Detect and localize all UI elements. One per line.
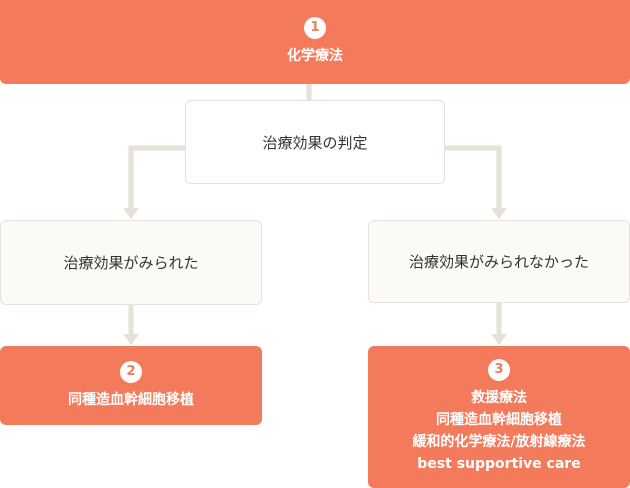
step3-number-badge: 3 xyxy=(488,359,510,381)
effective-box: 治療効果がみられた xyxy=(0,220,262,305)
evaluation-label: 治療効果の判定 xyxy=(262,133,368,152)
step3-line-bsc: best supportive care xyxy=(417,456,581,472)
not-effective-label: 治療効果がみられなかった xyxy=(408,253,589,271)
arrowhead-step2 xyxy=(123,334,139,345)
arrowhead-not-effective xyxy=(491,208,507,219)
step3-box: 3 救援療法 同種造血幹細胞移植 緩和的化学療法/放射線療法 best supp… xyxy=(368,346,630,488)
step3-line-palliative: 緩和的化学療法/放射線療法 xyxy=(412,434,586,450)
step1-number-badge: 1 xyxy=(304,17,326,39)
not-effective-box: 治療効果がみられなかった xyxy=(368,220,630,303)
step2-label: 同種造血幹細胞移植 xyxy=(68,391,194,408)
connector-evaluation-not-effective xyxy=(445,145,502,210)
step3-line-salvage: 救援療法 xyxy=(471,390,527,406)
step2-number-badge: 2 xyxy=(120,360,142,383)
step2-box: 2 同種造血幹細胞移植 xyxy=(0,346,262,425)
arrowhead-effective xyxy=(123,208,139,219)
step1-label: 化学療法 xyxy=(287,48,343,64)
step1-box: 1 化学療法 xyxy=(0,0,630,84)
arrowhead-step3 xyxy=(491,334,507,345)
effective-label: 治療効果がみられた xyxy=(63,254,199,272)
evaluation-box: 治療効果の判定 xyxy=(185,100,445,184)
connector-evaluation-effective xyxy=(128,145,185,210)
step3-line-transplant: 同種造血幹細胞移植 xyxy=(436,412,562,428)
